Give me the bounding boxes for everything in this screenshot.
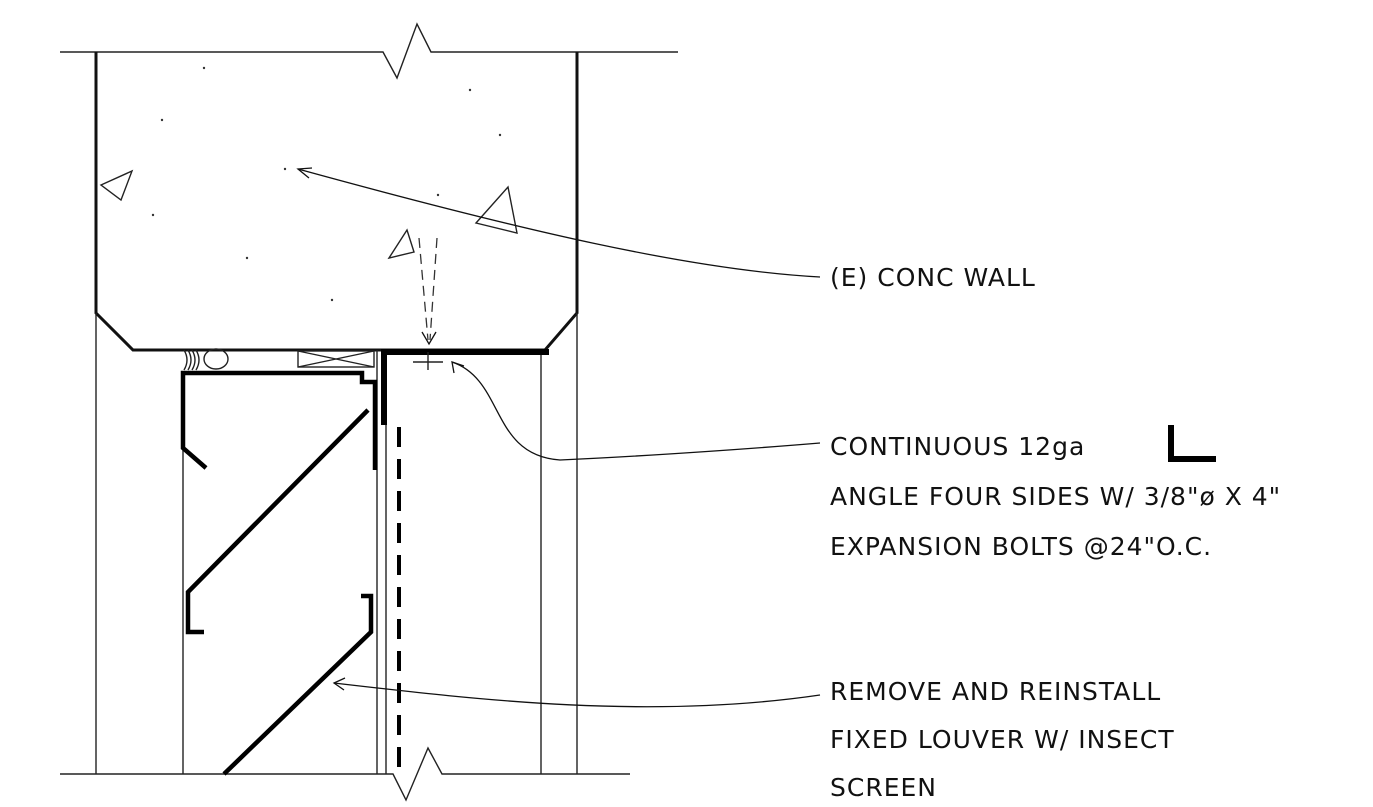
louver-blade: [185, 408, 370, 635]
louver-leader: [332, 677, 821, 708]
sealant-and-backer-rod: [183, 348, 229, 371]
aggregate-dot: [202, 66, 206, 70]
angle-symbol-icon: [1168, 425, 1216, 462]
aggregate-mark: [387, 228, 415, 260]
expansion-bolt: [413, 237, 443, 370]
bottom-break-line: [60, 746, 630, 802]
aggregate-dot: [468, 88, 472, 92]
aggregate-dot: [151, 213, 155, 217]
angle-label: CONTINUOUS 12ga ANGLE FOUR SIDES W/ 3/8"…: [830, 432, 1290, 561]
angle-leader: [451, 361, 821, 461]
aggregate-dot: [283, 167, 287, 171]
shim-block: [297, 350, 375, 368]
aggregate-dot: [160, 118, 164, 122]
top-break-line: [60, 22, 678, 80]
wall-leader: [296, 167, 821, 278]
aggregate-dot: [330, 298, 334, 302]
concrete-wall: [94, 52, 579, 352]
opening-lines: [95, 313, 578, 774]
louver-blade: [222, 593, 374, 776]
aggregate-mark: [474, 185, 518, 234]
louver-frame: [180, 370, 378, 470]
aggregate-mark: [99, 169, 134, 202]
aggregate-dot: [245, 256, 249, 260]
louver-label: REMOVE AND REINSTALL FIXED LOUVER W/ INS…: [830, 677, 1184, 802]
aggregate-dot: [498, 133, 502, 137]
aggregate-dot: [436, 193, 440, 197]
wall-label: (E) CONC WALL: [830, 263, 1036, 292]
steel-angle: [381, 349, 549, 425]
